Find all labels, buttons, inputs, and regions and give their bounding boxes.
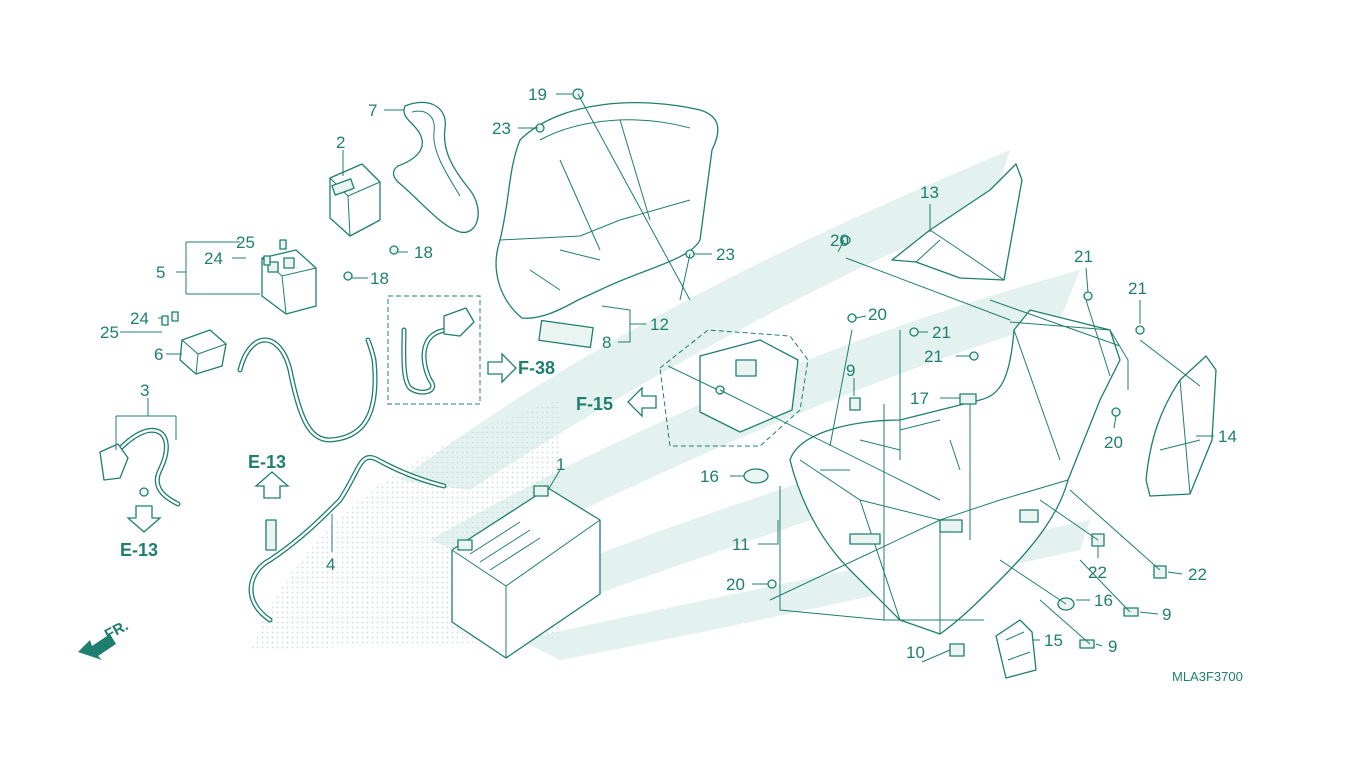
- callout-20d: 20: [1104, 433, 1123, 452]
- callout-9a: 9: [846, 361, 855, 380]
- part-14-side-cover: [1145, 355, 1217, 497]
- callout-25b: 25: [100, 323, 119, 342]
- callout-7: 7: [368, 101, 377, 120]
- callout-23b: 23: [716, 245, 735, 264]
- main-harness-cable: [237, 337, 378, 443]
- callout-18a: 18: [414, 243, 433, 262]
- part-7-cover: [392, 101, 479, 233]
- callout-20a: 20: [830, 231, 849, 250]
- reference-labels: F-38 F-15 E-13 E-13: [120, 358, 613, 560]
- part-2-relay: [329, 163, 381, 237]
- reference-e13-down: E-13: [120, 540, 158, 560]
- callout-12: 12: [650, 315, 669, 334]
- callout-11: 11: [732, 535, 750, 554]
- part-4-cable: [248, 455, 447, 623]
- callout-2: 2: [336, 133, 345, 152]
- callout-22b: 22: [1188, 565, 1207, 584]
- callout-14: 14: [1218, 427, 1237, 446]
- callout-16a: 16: [700, 467, 719, 486]
- part-13-bracket: [891, 163, 1023, 281]
- part-5-fuse-box: [261, 249, 317, 315]
- callout-20c: 20: [726, 575, 745, 594]
- callout-21d: 21: [924, 347, 943, 366]
- callout-18b: 18: [370, 269, 389, 288]
- part-6-cover: [179, 329, 227, 375]
- callout-24a: 24: [204, 249, 223, 268]
- callout-15: 15: [1044, 631, 1063, 650]
- reference-e13-up: E-13: [248, 452, 286, 472]
- callout-21c: 21: [932, 323, 951, 342]
- drawing-code: MLA3F3700: [1172, 669, 1243, 684]
- callout-22a: 22: [1088, 563, 1107, 582]
- callout-20b: 20: [868, 305, 887, 324]
- callout-19: 19: [528, 85, 547, 104]
- callout-labels: 1 2 3 4 5 6 7 8 9 9 9 10 11 12 13 14 15 …: [100, 85, 1237, 662]
- callout-4: 4: [326, 555, 335, 574]
- callout-9b: 9: [1162, 605, 1171, 624]
- part-24-25-clips: [161, 239, 287, 326]
- reference-f38: F-38: [518, 358, 555, 378]
- callout-5: 5: [156, 263, 165, 282]
- callout-21a: 21: [1074, 247, 1093, 266]
- callout-8: 8: [602, 333, 611, 352]
- part-1-battery: [451, 485, 601, 659]
- leader-lines: [115, 93, 1214, 663]
- f38-cable: [401, 307, 475, 395]
- front-direction-arrow: [78, 634, 116, 660]
- part-15-bracket: [995, 619, 1037, 679]
- callout-6: 6: [154, 345, 163, 364]
- callout-23a: 23: [492, 119, 511, 138]
- f38-detail-frame: [387, 295, 481, 405]
- callout-3: 3: [140, 381, 149, 400]
- callout-17: 17: [910, 389, 929, 408]
- callout-25a: 25: [236, 233, 255, 252]
- reference-f15: F-15: [576, 394, 613, 414]
- callout-9c: 9: [1108, 637, 1117, 656]
- part-12-battery-box: [495, 102, 719, 349]
- callout-10: 10: [906, 643, 925, 662]
- part-3-cable: [99, 428, 181, 507]
- callout-1: 1: [556, 455, 565, 474]
- reference-arrows: [126, 352, 657, 533]
- callout-13: 13: [920, 183, 939, 202]
- f15-cover: [667, 339, 799, 433]
- callout-24b: 24: [130, 309, 149, 328]
- callout-21b: 21: [1128, 279, 1147, 298]
- f15-detail-frame: [659, 329, 809, 447]
- callout-16b: 16: [1094, 591, 1113, 610]
- assembly-lines: [577, 93, 1201, 645]
